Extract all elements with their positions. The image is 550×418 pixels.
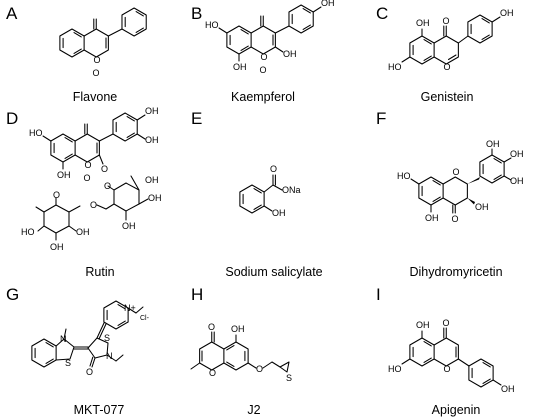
- atom-hydroxyl: OH: [76, 227, 90, 237]
- atom-hydroxyl-4prime: OH: [500, 8, 514, 18]
- atom-hydroxyl-4prime: OH: [145, 135, 159, 145]
- compound-name-sodium-salicylate: Sodium salicylate: [225, 265, 322, 279]
- atom-hydroxyl: OH: [231, 324, 245, 334]
- compound-name-dihydromyricetin: Dihydromyricetin: [409, 265, 502, 279]
- atom-hydroxyl: HO: [21, 227, 35, 237]
- atom-hydroxyl-7: HO: [397, 171, 411, 181]
- atom-ring-oxygen: O: [94, 55, 101, 65]
- atom-hydroxyl-7: HO: [29, 128, 43, 138]
- atom-linker-oxygen: O: [90, 200, 97, 210]
- atom-hydroxyl-4prime: OH: [501, 384, 515, 394]
- atom-hydroxyl: OH: [50, 242, 64, 252]
- atom-hydroxyl-7: HO: [205, 20, 219, 30]
- atom-carbonyl-oxygen: O: [208, 322, 215, 332]
- atom-hydroxyl-7: HO: [388, 62, 402, 72]
- atom-hydroxyl: OH: [148, 193, 162, 203]
- atom-hydroxyl-5prime: OH: [510, 176, 524, 186]
- compound-name-flavone: Flavone: [73, 90, 118, 104]
- atom-chloride: Cl-: [140, 315, 150, 322]
- atom-carbonyl-oxygen: O: [443, 318, 450, 328]
- atom-ring-oxygen: O: [209, 368, 216, 378]
- atom-ring-oxygen: O: [85, 160, 92, 170]
- atom-ring-oxygen: O: [444, 62, 451, 72]
- atom-ring-oxygen: O: [261, 52, 268, 62]
- atom-benzothiazole-sulfur: S: [65, 358, 71, 368]
- panel-letter-b: B: [191, 4, 202, 23]
- atom-pyridinium-nitrogen: N+: [124, 303, 136, 313]
- structure-apigenin: O O OH HO OH: [388, 318, 515, 394]
- panel-letter-d: D: [6, 109, 18, 128]
- atom-thiirane-sulfur: S: [286, 373, 292, 383]
- atom-hydroxyl: OH: [122, 221, 136, 231]
- atom-hydroxyl-3: OH: [283, 49, 297, 59]
- atom-hydroxyl-5: OH: [425, 213, 439, 223]
- panel-letter-f: F: [376, 109, 386, 128]
- atom-ring-oxygen: O: [453, 167, 460, 177]
- atom-carbonyl-oxygen: O: [93, 68, 100, 78]
- structure-genistein: O O OH HO OH: [388, 8, 514, 72]
- atom-glycoside-oxygen: O: [101, 164, 108, 174]
- compound-name-j2: J2: [247, 403, 260, 417]
- atom-hydroxyl: OH: [272, 208, 286, 218]
- compound-name-rutin: Rutin: [85, 265, 114, 279]
- atom-ring-oxygen: O: [444, 364, 451, 374]
- atom-hydroxyl-5: OH: [416, 320, 430, 330]
- atom-sodium-oxide: ONa: [282, 185, 301, 195]
- structure-sodium-salicylate: O ONa OH: [239, 164, 301, 218]
- atom-carbonyl-oxygen: O: [270, 164, 277, 174]
- atom-thiazolidinone-nitrogen: N: [106, 351, 113, 361]
- compound-name-apigenin: Apigenin: [432, 403, 481, 417]
- panel-letter-i: I: [376, 285, 381, 304]
- atom-hydroxyl-5: OH: [416, 18, 430, 28]
- atom-hydroxyl-3prime: OH: [145, 106, 159, 116]
- panel-letter-a: A: [6, 4, 18, 23]
- atom-hydroxyl-3prime: OH: [510, 149, 524, 159]
- atom-benzothiazole-nitrogen: N: [60, 334, 67, 344]
- atom-hydroxyl-4prime: OH: [321, 0, 335, 8]
- structure-kaempferol: O O HO OH OH OH: [205, 0, 335, 75]
- atom-ether-oxygen: O: [256, 364, 263, 374]
- structure-rutin-glucose: O OH OH OH O: [90, 175, 162, 231]
- atom-hydroxyl-3: OH: [475, 202, 489, 212]
- structure-flavone: O O: [60, 7, 147, 78]
- atom-hydroxyl-5: OH: [57, 170, 71, 180]
- atom-carbonyl-oxygen: O: [84, 173, 91, 183]
- structure-mkt-077: N S S N O N+ Cl-: [31, 300, 150, 377]
- atom-hydroxyl: OH: [145, 175, 159, 185]
- compound-name-mkt-077: MKT-077: [74, 403, 125, 417]
- atom-ring-oxygen: O: [53, 190, 60, 200]
- panel-letter-c: C: [376, 4, 388, 23]
- atom-carbonyl-oxygen: O: [260, 65, 267, 75]
- panel-letter-e: E: [191, 109, 202, 128]
- compound-name-kaempferol: Kaempferol: [231, 90, 295, 104]
- compound-name-genistein: Genistein: [421, 90, 474, 104]
- structure-j2: O O OH O S: [190, 322, 292, 383]
- structure-rutin: O O HO OH OH OH O: [29, 106, 159, 183]
- atom-carbonyl-oxygen: O: [452, 214, 459, 224]
- panel-letter-h: H: [191, 285, 203, 304]
- atom-ring-oxygen: O: [104, 181, 111, 191]
- atom-hydroxyl-7: HO: [388, 364, 402, 374]
- atom-carbonyl-oxygen: O: [86, 367, 93, 377]
- structure-rutin-rhamnose: O HO OH OH: [21, 190, 90, 252]
- atom-carbonyl-oxygen: O: [443, 16, 450, 26]
- atom-hydroxyl-5: OH: [233, 62, 247, 72]
- panel-letter-g: G: [6, 285, 19, 304]
- atom-hydroxyl-4prime: OH: [486, 139, 500, 149]
- structure-dihydromyricetin: O O HO OH OH OH OH OH: [397, 139, 524, 224]
- atom-thiazolidinone-sulfur: S: [104, 333, 110, 343]
